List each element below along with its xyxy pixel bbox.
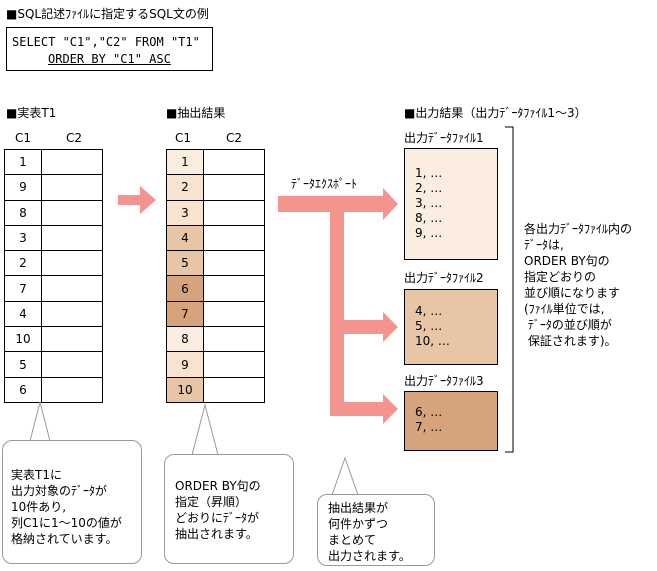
extract-table-cell-c1: 5 xyxy=(166,250,204,277)
extract-table-cell-c1: 8 xyxy=(166,326,204,353)
extract-table-row: 3 xyxy=(166,199,265,226)
export-label: ﾃﾞｰﾀｴｸｽﾎﾟｰﾄ xyxy=(291,177,358,191)
extract-table-row: 10 xyxy=(166,376,265,403)
extract-table-cell-c1: 1 xyxy=(166,148,204,176)
export-arrow-vertical xyxy=(330,196,344,416)
page-title: ■SQL記述ﾌｧｲﾙに指定するSQL文の例 xyxy=(6,7,209,21)
real-table-cell-c1: 3 xyxy=(4,224,42,252)
output-file-1-content: 1, … 2, … 3, … 8, … 9, … xyxy=(415,166,443,240)
extract-table-row: 1 xyxy=(166,148,265,176)
real-table-cell-c2 xyxy=(41,376,103,403)
extract-table-row: 4 xyxy=(166,224,265,252)
extract-table-cell-c1: 4 xyxy=(166,224,204,252)
real-table-row: 4 xyxy=(4,300,103,328)
extract-table-cell-c2 xyxy=(203,275,265,302)
extract-table-row: 5 xyxy=(166,250,265,277)
callout-real-table-text: 実表T1に 出力対象のﾃﾞｰﾀが 10件あり, 列C1に1～10の値が 格納され… xyxy=(11,468,122,546)
extract-col-c2: C2 xyxy=(226,131,243,145)
callout-tail-extract xyxy=(191,403,219,456)
extract-table-cell-c2 xyxy=(203,224,265,252)
output-file-3-box: 6, … 7, … xyxy=(404,391,498,451)
real-table-row: 9 xyxy=(4,174,103,201)
real-table-cell-c2 xyxy=(41,300,103,328)
real-table-row: 6 xyxy=(4,376,103,403)
real-table-cell-c1: 6 xyxy=(4,376,42,403)
callout-extract-text: ORDER BY句の 指定（昇順） どおりにﾃﾞｰﾀが 抽出されます。 xyxy=(175,479,261,541)
extract-table-row: 8 xyxy=(166,326,265,353)
output-heading: ■出力結果（出力ﾃﾞｰﾀﾌｧｲﾙ1～3） xyxy=(404,106,587,120)
real-table-heading: ■実表T1 xyxy=(6,106,57,120)
extract-table-cell-c2 xyxy=(203,376,265,403)
callout-tail-real-table xyxy=(29,401,51,442)
extract-table-row: 2 xyxy=(166,174,265,201)
real-table-row: 8 xyxy=(4,199,103,226)
output-file-2-content: 4, … 5, … 10, … xyxy=(415,304,450,348)
real-table-cell-c2 xyxy=(41,250,103,277)
table-to-extract-arrow xyxy=(118,186,156,214)
callout-output: 抽出結果が 何件かずつ まとめて 出力されます。 xyxy=(317,494,435,566)
real-table-col-c1: C1 xyxy=(15,131,32,145)
real-table-cell-c1: 5 xyxy=(4,351,42,378)
output-file-3-content: 6, … 7, … xyxy=(415,405,443,434)
output-file-3-label: 出力ﾃﾞｰﾀﾌｧｲﾙ3 xyxy=(404,374,484,388)
extract-col-c1: C1 xyxy=(175,131,192,145)
callout-extract: ORDER BY句の 指定（昇順） どおりにﾃﾞｰﾀが 抽出されます。 xyxy=(164,454,294,564)
extract-table-row: 6 xyxy=(166,275,265,302)
sql-line-order-by: ORDER BY "C1" ASC xyxy=(48,52,171,66)
extract-table-cell-c2 xyxy=(203,250,265,277)
export-arrowhead-2 xyxy=(383,312,398,342)
real-table-cell-c1: 4 xyxy=(4,300,42,328)
real-table-cell-c1: 8 xyxy=(4,199,42,226)
output-file-1-box: 1, … 2, … 3, … 8, … 9, … xyxy=(404,148,498,260)
extract-heading: ■抽出結果 xyxy=(166,106,226,120)
real-table-cell-c1: 10 xyxy=(4,326,42,353)
extract-table-cell-c1: 10 xyxy=(166,376,204,403)
callout-real-table: 実表T1に 出力対象のﾃﾞｰﾀが 10件あり, 列C1に1～10の値が 格納され… xyxy=(2,440,142,564)
export-branch-2 xyxy=(338,320,384,334)
callout-output-text: 抽出結果が 何件かずつ まとめて 出力されます。 xyxy=(328,501,411,563)
real-table-cell-c1: 9 xyxy=(4,174,42,201)
real-table-cell-c2 xyxy=(41,224,103,252)
sql-line-select: SELECT "C1","C2" FROM "T1" xyxy=(12,35,200,49)
output-file-2-label: 出力ﾃﾞｰﾀﾌｧｲﾙ2 xyxy=(404,271,484,285)
sql-statement-box: SELECT "C1","C2" FROM "T1" ORDER BY "C1"… xyxy=(6,27,213,71)
real-table-cell-c2 xyxy=(41,148,103,176)
callout-tail-output xyxy=(331,456,359,496)
export-arrowhead-3 xyxy=(383,394,398,424)
extract-table-cell-c1: 2 xyxy=(166,174,204,201)
export-arrowhead-1 xyxy=(383,188,398,220)
real-table-row: 1 xyxy=(4,148,103,176)
extract-table-cell-c2 xyxy=(203,199,265,226)
real-table-row: 5 xyxy=(4,351,103,378)
real-table-cell-c2 xyxy=(41,199,103,226)
export-branch-3 xyxy=(338,402,384,416)
extract-table-row: 9 xyxy=(166,351,265,378)
extract-table-cell-c1: 3 xyxy=(166,199,204,226)
output-file-1-label: 出力ﾃﾞｰﾀﾌｧｲﾙ1 xyxy=(404,131,484,145)
side-note: 各出力ﾃﾞｰﾀﾌｧｲﾙ内の ﾃﾞｰﾀは, ORDER BY句の 指定どおりの 並… xyxy=(524,222,633,348)
extract-table-cell-c1: 9 xyxy=(166,351,204,378)
real-table-cell-c2 xyxy=(41,351,103,378)
extract-table-cell-c2 xyxy=(203,326,265,353)
real-table-cell-c1: 2 xyxy=(4,250,42,277)
real-table-row: 2 xyxy=(4,250,103,277)
export-branch-1 xyxy=(338,196,384,212)
real-table-row: 3 xyxy=(4,224,103,252)
output-bracket xyxy=(505,126,514,453)
extract-table-cell-c2 xyxy=(203,148,265,176)
real-table-cell-c2 xyxy=(41,174,103,201)
output-file-2-box: 4, … 5, … 10, … xyxy=(404,289,498,365)
extract-table-cell-c2 xyxy=(203,174,265,201)
real-table-col-c2: C2 xyxy=(66,131,83,145)
export-arrow-trunk xyxy=(278,196,338,212)
